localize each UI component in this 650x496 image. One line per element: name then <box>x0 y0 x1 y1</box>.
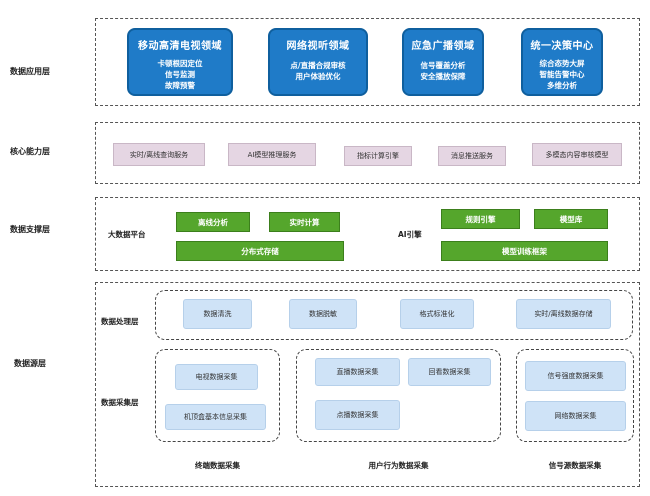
layer-label-support: 数据支撑层 <box>10 225 50 234</box>
support-layer-frame <box>95 197 640 271</box>
layer-label-application: 数据应用层 <box>10 67 50 76</box>
domain-title: 网络视听领域 <box>286 41 350 52</box>
domain-line: 多维分析 <box>547 81 577 90</box>
domain-title: 移动高清电视领域 <box>138 41 222 52</box>
capability-metric-engine: 指标计算引擎 <box>344 146 412 166</box>
collection-layer-label: 数据采集层 <box>101 398 139 407</box>
bigdata-offline-analysis: 离线分析 <box>176 212 250 232</box>
domain-network-av: 网络视听领域 点/直播合规审核 用户体验优化 <box>268 28 368 96</box>
group-label-user-behavior: 用户行为数据采集 <box>368 461 429 470</box>
layer-label-core: 核心能力层 <box>10 147 50 156</box>
domain-title: 统一决策中心 <box>530 41 594 52</box>
collect-vod-data: 点播数据采集 <box>315 400 400 430</box>
core-layer-frame <box>95 122 640 184</box>
source-layer-frame <box>95 282 640 487</box>
ai-model-library: 模型库 <box>534 209 608 229</box>
domain-mobile-hd-tv: 移动高清电视领域 卡顿根因定位 信号监测 故障预警 <box>127 28 233 96</box>
capability-multimodal-audit: 多模态内容审核模型 <box>532 143 622 166</box>
capability-message-push: 消息推送服务 <box>438 146 506 166</box>
collect-playback-data: 回看数据采集 <box>408 358 491 386</box>
collect-network-data: 网络数据采集 <box>525 401 626 431</box>
bigdata-distributed-storage: 分布式存储 <box>176 241 344 261</box>
domain-line: 综合态势大屏 <box>539 59 585 68</box>
domain-title: 应急广播领域 <box>411 41 475 52</box>
group-label-signal: 信号源数据采集 <box>548 461 602 470</box>
domain-emergency-broadcast: 应急广播领域 信号覆盖分析 安全播放保障 <box>402 28 484 96</box>
ai-engine-label: AI引擎 <box>398 230 422 239</box>
collection-group-signal <box>516 349 634 442</box>
process-format-standardization: 格式标准化 <box>400 299 474 329</box>
bigdata-platform-label: 大数据平台 <box>108 230 146 239</box>
group-label-terminal: 终端数据采集 <box>195 461 240 470</box>
collect-stb-info: 机顶盒基本信息采集 <box>165 404 266 430</box>
ai-rule-engine: 规则引擎 <box>441 209 520 229</box>
collection-group-user-behavior <box>296 349 501 442</box>
collect-live-data: 直播数据采集 <box>315 358 400 386</box>
layer-label-source: 数据源层 <box>14 359 46 368</box>
domain-line: 信号覆盖分析 <box>420 61 466 70</box>
domain-unified-decision: 统一决策中心 综合态势大屏 智能告警中心 多维分析 <box>521 28 603 96</box>
domain-line: 卡顿根因定位 <box>157 59 203 68</box>
capability-ai-inference: AI模型推理服务 <box>228 143 316 166</box>
application-layer-frame <box>95 18 640 106</box>
domain-line: 智能告警中心 <box>539 70 585 79</box>
processing-frame <box>155 290 633 340</box>
bigdata-realtime-compute: 实时计算 <box>269 212 340 232</box>
collect-tv-data: 电视数据采集 <box>175 364 258 390</box>
process-data-masking: 数据脱敏 <box>289 299 357 329</box>
domain-line: 点/直播合规审核 <box>290 61 346 70</box>
process-data-storage: 实时/离线数据存储 <box>516 299 611 329</box>
collect-signal-strength: 信号强度数据采集 <box>525 361 626 391</box>
ai-training-framework: 模型训练框架 <box>441 241 608 261</box>
domain-line: 安全播放保障 <box>420 72 466 81</box>
collection-group-terminal <box>155 349 280 442</box>
domain-line: 信号监测 <box>165 70 195 79</box>
domain-line: 用户体验优化 <box>295 72 341 81</box>
process-data-cleaning: 数据清洗 <box>183 299 252 329</box>
capability-query-service: 实时/离线查询服务 <box>113 143 205 166</box>
processing-layer-label: 数据处理层 <box>101 317 139 326</box>
domain-line: 故障预警 <box>165 81 195 90</box>
